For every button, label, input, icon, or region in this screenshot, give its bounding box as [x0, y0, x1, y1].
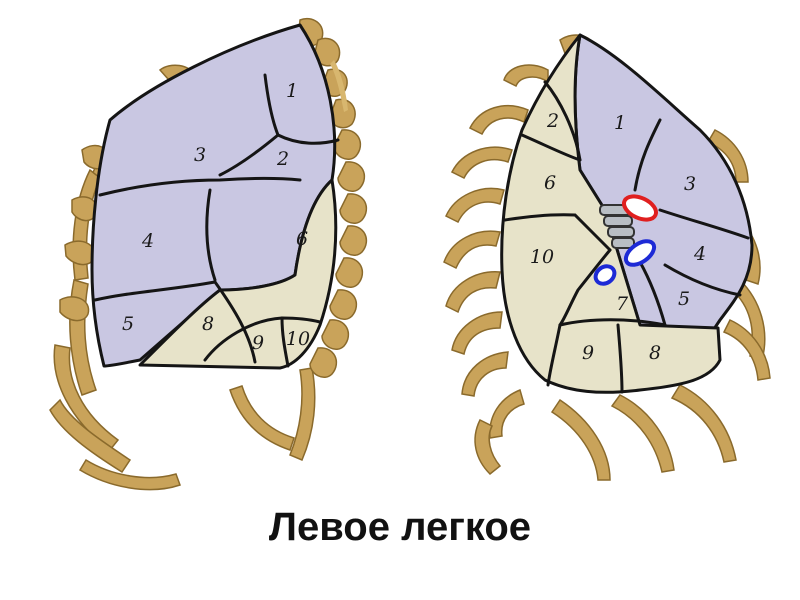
- right-view-segment-label: 4: [693, 243, 706, 265]
- pulmonary-vein-upper-icon: [623, 239, 657, 267]
- right-medial-view: 2 1 6 3 10 4 7 5 9 8: [443, 33, 771, 481]
- left-view-segment-label: 4: [141, 230, 154, 252]
- right-view-ribs: [443, 34, 771, 481]
- left-view-boundary: [218, 133, 280, 177]
- pulmonary-artery-icon: [622, 194, 658, 222]
- left-view-segment-label: 6: [296, 228, 308, 250]
- left-view-boundary: [205, 188, 217, 282]
- bronchus-icon: [599, 204, 635, 249]
- right-view-segment-label: 9: [582, 342, 594, 364]
- left-view-lower-lobe: [138, 178, 338, 370]
- right-view-boundary: [558, 318, 667, 327]
- right-view-segment-label: 8: [649, 342, 661, 364]
- right-view-segment-label: 10: [530, 246, 554, 268]
- left-view-ribs: [49, 64, 316, 491]
- right-view-lower-lobe: [500, 33, 722, 394]
- left-view-segment-label: 9: [252, 332, 264, 354]
- right-view-boundary: [663, 263, 742, 297]
- pulmonary-vein-lower-icon: [593, 264, 617, 286]
- figure-caption: Левое легкое: [268, 505, 532, 549]
- right-view-boundary: [638, 260, 667, 327]
- left-view-segment-label: 10: [286, 328, 310, 350]
- right-view-boundary: [633, 118, 662, 192]
- right-view-segment-label: 6: [544, 172, 556, 194]
- left-view-boundary: [98, 177, 302, 197]
- right-view-boundary: [658, 208, 750, 240]
- right-view-segment-label: 1: [614, 112, 626, 134]
- left-view-boundary: [213, 280, 257, 364]
- right-view-boundary: [520, 133, 582, 162]
- right-view-segment-label: 2: [546, 110, 559, 132]
- right-view-boundary: [543, 80, 582, 162]
- left-view-segment-label: 8: [202, 313, 214, 335]
- left-view-boundary: [93, 280, 217, 302]
- right-view-segment-label: 3: [684, 173, 696, 195]
- right-view-segment-label: 7: [616, 293, 629, 315]
- left-view-segment-label: 1: [286, 80, 298, 102]
- left-lateral-view: 1 3 2 4 6 5 8 9 10: [49, 17, 368, 491]
- hilum: [593, 194, 658, 286]
- left-view-segment-label: 5: [122, 313, 134, 335]
- right-view-boundary: [503, 213, 612, 252]
- right-view-boundary: [546, 323, 562, 387]
- left-view-segment-label: 2: [276, 148, 289, 170]
- right-view-boundary: [558, 248, 612, 327]
- left-view-boundary: [280, 316, 290, 368]
- left-view-segment-label: 3: [194, 144, 206, 166]
- right-view-boundary: [616, 323, 624, 394]
- right-view-segment-label: 5: [678, 288, 690, 310]
